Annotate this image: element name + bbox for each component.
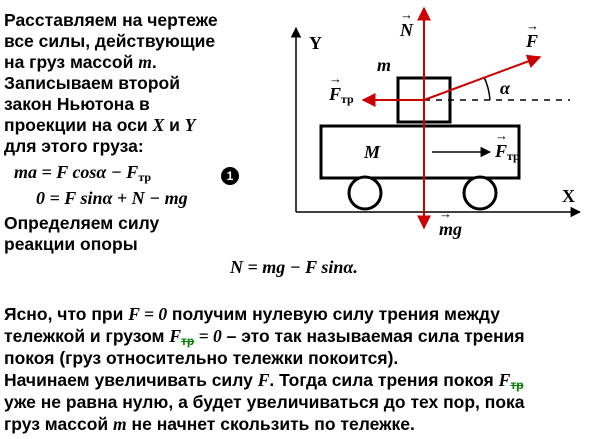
text-line-2: все силы, действующие [4, 31, 216, 51]
para-line-2-eq: = 0 [194, 326, 222, 346]
axis-y-var: Y [184, 115, 196, 135]
para-line-1-var: F = 0 [128, 304, 168, 324]
cart-wheel-right [462, 175, 498, 211]
friction-cart-symbol: F [495, 128, 508, 162]
equation-x: ma = F cosα − Fтр [14, 162, 151, 185]
para-line-4-a: Начинаем увеличивать силу [4, 370, 258, 390]
text-line-6-part: проекции на оси [4, 115, 153, 135]
para-line-4-var: F [257, 370, 270, 390]
text-line-3-part: на груз массой [4, 52, 139, 72]
para-line-6-a: груз массой [4, 414, 114, 434]
mass-var: m [138, 52, 152, 72]
text-line-4: Записываем второй [4, 73, 180, 93]
friction-block-sub: тр [341, 92, 354, 106]
gravity-label: mg [439, 206, 462, 240]
equation-y: 0 = F sinα + N − mg [36, 188, 188, 208]
axis-x-var: X [152, 115, 165, 135]
equation-x-body: ma = F cosα − F [14, 162, 139, 182]
applied-force-arrow [423, 54, 542, 101]
axis-x-label: X [562, 186, 575, 206]
cart-wheel-left [347, 175, 383, 211]
text-line-3: на груз массой m. [4, 52, 157, 73]
para-line-5: уже не равна нулю, а будет увеличиваться… [4, 392, 525, 412]
support-line-1: Определяем силу [4, 213, 160, 233]
para-line-4-var2: F [498, 370, 511, 390]
para-line-1-a: Ясно, что при [4, 304, 129, 324]
force-diagram [290, 6, 582, 230]
text-line-1: Расставляем на чертеже [4, 10, 218, 30]
para-line-3: покоя (груз относительно тележки покоитс… [4, 348, 399, 368]
equation-x-sub: тр [138, 170, 152, 184]
text-line-6: проекции на оси X и Y [4, 115, 195, 136]
para-line-4: Начинаем увеличивать силу F. Тогда сила … [4, 370, 524, 396]
para-line-6-b: не начнет скользить по тележке. [126, 414, 415, 434]
para-line-4-sub: тр [510, 378, 524, 392]
angle-label: α [500, 78, 510, 98]
para-line-4-b: . Тогда сила трения покоя [269, 370, 499, 390]
para-line-2-var: F [169, 326, 182, 346]
text-line-6-mid: и [164, 115, 185, 135]
normal-force-symbol: N [400, 7, 413, 41]
block-mass-label: m [377, 55, 392, 75]
axis-y-label: Y [309, 33, 322, 53]
para-line-6: груз массой m не начнет скользить по тел… [4, 414, 415, 435]
friction-cart-label: Fтр [495, 128, 520, 164]
applied-force-label: F [526, 18, 539, 52]
cart-mass-label: M [364, 142, 381, 162]
text-line-7: для этого груза: [4, 136, 144, 156]
applied-force-symbol: F [526, 18, 539, 52]
gravity-symbol: mg [439, 206, 462, 240]
equation-n: N = mg − F sinα. [230, 257, 358, 277]
para-line-6-var: m [113, 414, 127, 434]
angle-arc [483, 76, 491, 101]
friction-cart-sub: тр [507, 149, 520, 163]
step-badge: 1 [221, 167, 239, 185]
text-line-5: закон Ньютона в [4, 94, 150, 114]
text-line-3-end: . [151, 52, 157, 72]
para-line-2: тележкой и грузом Fтр = 0 – это так назы… [4, 326, 525, 352]
friction-block-label: Fтр [329, 71, 354, 107]
para-line-2-a: тележкой и грузом [4, 326, 170, 346]
normal-force-label: N [400, 7, 413, 41]
para-line-2-b: – это так называемая сила трения [221, 326, 525, 346]
para-line-1: Ясно, что при F = 0 получим нулевую силу… [4, 304, 500, 325]
friction-block-symbol: F [329, 71, 342, 105]
para-line-1-b: получим нулевую силу трения между [167, 304, 500, 324]
support-line-2: реакции опоры [4, 234, 138, 254]
para-line-2-sub: тр [181, 334, 195, 348]
